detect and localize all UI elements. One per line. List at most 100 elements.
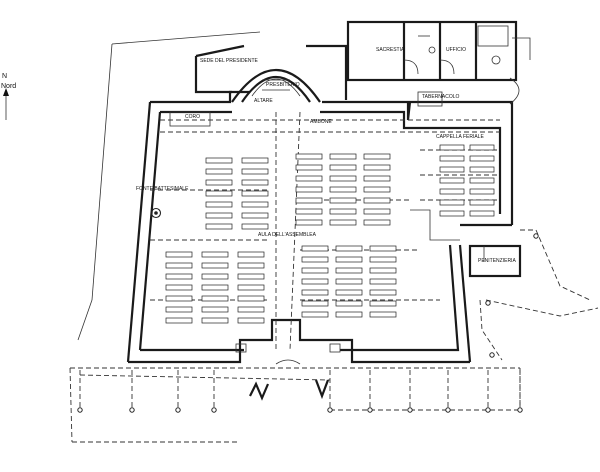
column <box>327 407 333 413</box>
label-fonte-battesimale: FONTE BATTESIMALE <box>136 186 189 192</box>
pew <box>369 300 397 307</box>
column <box>407 407 413 413</box>
pew <box>363 197 391 204</box>
pew <box>439 166 465 173</box>
pew <box>241 157 269 164</box>
pew <box>205 157 233 164</box>
pew <box>329 164 357 171</box>
porch-columns <box>77 233 539 413</box>
north-word: Nord <box>1 83 16 90</box>
pew <box>369 267 397 274</box>
pew <box>329 219 357 226</box>
pew <box>201 295 229 302</box>
pew <box>237 273 265 280</box>
pews-group <box>165 144 495 324</box>
pew <box>165 262 193 269</box>
label-presbiterio: PRESBITERIO <box>266 82 300 88</box>
baptismal-font <box>150 207 162 219</box>
label-altare: ALTARE <box>254 98 273 104</box>
column <box>445 407 451 413</box>
pew <box>165 317 193 324</box>
pew <box>295 164 323 171</box>
column <box>485 407 491 413</box>
pew <box>369 311 397 318</box>
north-letter: N <box>2 73 7 80</box>
pew <box>201 251 229 258</box>
pew <box>201 273 229 280</box>
pew <box>469 177 495 184</box>
pew <box>369 278 397 285</box>
label-coro: CORO <box>185 114 200 120</box>
column <box>485 300 491 306</box>
pew <box>301 289 329 296</box>
site-boundary <box>77 31 261 341</box>
pew <box>439 155 465 162</box>
pew <box>295 175 323 182</box>
pew <box>329 153 357 160</box>
pew <box>439 177 465 184</box>
pew <box>301 278 329 285</box>
pew <box>241 179 269 186</box>
label-sacrestia: SACRESTIA <box>376 47 405 53</box>
pew <box>205 190 233 197</box>
pew <box>205 212 233 219</box>
pew <box>201 317 229 324</box>
pew <box>335 267 363 274</box>
pew <box>335 300 363 307</box>
label-penitenzieria: PENITENZIERIA <box>478 258 516 264</box>
pew <box>335 245 363 252</box>
pew <box>363 175 391 182</box>
pew <box>335 256 363 263</box>
column <box>175 407 181 413</box>
pew <box>329 175 357 182</box>
pew <box>301 300 329 307</box>
pew <box>241 201 269 208</box>
column <box>77 407 83 413</box>
pew <box>469 210 495 217</box>
pew <box>363 153 391 160</box>
penitenzieria-room <box>468 244 522 278</box>
pew <box>369 256 397 263</box>
pew <box>237 262 265 269</box>
pew <box>329 197 357 204</box>
north-arrow: N Nord <box>1 73 16 120</box>
pew <box>301 256 329 263</box>
pew <box>363 164 391 171</box>
pew <box>241 168 269 175</box>
pew <box>295 197 323 204</box>
label-sede-presidente: SEDE DEL PRESIDENTE <box>200 58 259 64</box>
label-ufficio: UFFICIO <box>446 47 466 53</box>
pew <box>205 201 233 208</box>
pew <box>237 317 265 324</box>
column <box>129 407 135 413</box>
pew <box>469 188 495 195</box>
room-labels: SEDE DEL PRESIDENTE PRESBITERIO ALTARE A… <box>136 47 516 264</box>
pew <box>363 208 391 215</box>
pew <box>329 186 357 193</box>
pew <box>237 251 265 258</box>
pew <box>241 190 269 197</box>
pew <box>165 295 193 302</box>
column <box>517 407 523 413</box>
presbiterio-apse <box>194 44 348 103</box>
pew <box>295 208 323 215</box>
pew <box>205 168 233 175</box>
pew <box>165 284 193 291</box>
pew <box>165 251 193 258</box>
pew <box>369 245 397 252</box>
sacristy-block <box>346 20 531 105</box>
pew <box>439 199 465 206</box>
pew <box>165 306 193 313</box>
pew <box>237 284 265 291</box>
pew <box>201 262 229 269</box>
pew <box>295 153 323 160</box>
pew <box>335 311 363 318</box>
label-aula-assemblea: AULA DELL'ASSEMBLEA <box>258 232 317 238</box>
pew <box>237 306 265 313</box>
column <box>489 352 495 358</box>
pew <box>295 186 323 193</box>
pew <box>335 278 363 285</box>
pew <box>439 144 465 151</box>
pew <box>205 223 233 230</box>
